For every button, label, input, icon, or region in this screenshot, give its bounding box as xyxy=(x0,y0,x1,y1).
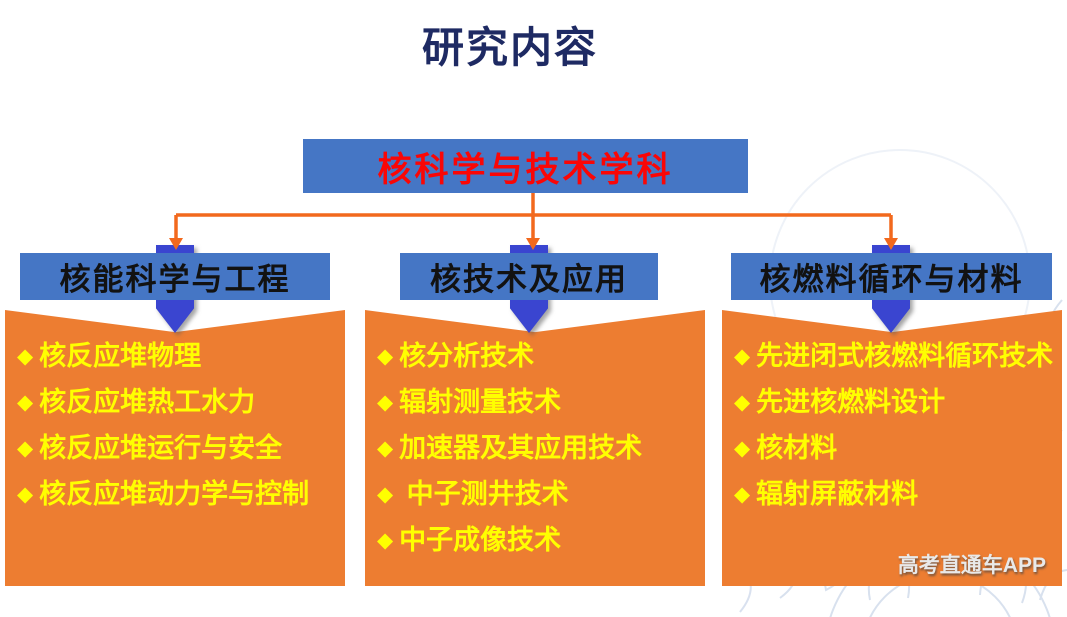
list-item: ◆ 先进闭式核燃料循环技术 xyxy=(734,339,1056,373)
list-item: ◆ 加速器及其应用技术 xyxy=(377,431,699,465)
list-item-text: 辐射测量技术 xyxy=(399,387,562,418)
list-item: ◆ 核反应堆运行与安全 xyxy=(17,431,339,465)
list-item-text: 核材料 xyxy=(756,433,838,464)
diamond-bullet-icon: ◆ xyxy=(377,391,394,415)
diamond-bullet-icon: ◆ xyxy=(734,437,751,461)
list-item-text: 先进闭式核燃料循环技术 xyxy=(756,341,1054,371)
root-node: 核科学与技术学科 xyxy=(303,139,748,193)
list-item: ◆ 核反应堆物理 xyxy=(17,339,339,373)
diamond-bullet-icon: ◆ xyxy=(377,483,394,507)
list-item-text: 加速器及其应用技术 xyxy=(399,433,643,464)
content-panel-nuclear-technology: ◆ 核分析技术 ◆ 辐射测量技术 ◆ 加速器及其应用技术 ◆ 中子测井技术 ◆ … xyxy=(365,310,705,586)
item-list: ◆ 核分析技术 ◆ 辐射测量技术 ◆ 加速器及其应用技术 ◆ 中子测井技术 ◆ … xyxy=(365,310,705,557)
list-item: ◆ 核反应堆动力学与控制 xyxy=(17,477,339,511)
diamond-bullet-icon: ◆ xyxy=(734,391,751,415)
content-panel-nuclear-energy: ◆ 核反应堆物理 ◆ 核反应堆热工水力 ◆ 核反应堆运行与安全 ◆ 核反应堆动力… xyxy=(5,310,345,586)
diamond-bullet-icon: ◆ xyxy=(377,345,394,368)
list-item-text: 中子测井技术 xyxy=(399,479,569,510)
list-item-text: 先进核燃料设计 xyxy=(756,387,946,418)
list-item-text: 中子成像技术 xyxy=(399,525,562,556)
root-node-label: 核科学与技术学科 xyxy=(377,150,674,189)
app-watermark-label: 高考直通车APP xyxy=(897,554,1046,577)
page-title: 研究内容 xyxy=(421,24,598,71)
diamond-bullet-icon: ◆ xyxy=(17,483,34,507)
branch-header-label: 核能科学与工程 xyxy=(59,262,291,297)
diamond-bullet-icon: ◆ xyxy=(734,345,751,368)
branch-header-label: 核技术及应用 xyxy=(430,262,628,297)
list-item: ◆ 辐射测量技术 xyxy=(377,385,699,419)
branch-header-nuclear-energy: 核能科学与工程 xyxy=(20,253,330,300)
item-list: ◆ 先进闭式核燃料循环技术 ◆ 先进核燃料设计 ◆ 核材料 ◆ 辐射屏蔽材料 xyxy=(722,310,1062,511)
list-item: ◆ 中子测井技术 xyxy=(377,477,699,511)
list-item-text: 核反应堆热工水力 xyxy=(39,387,256,418)
item-list: ◆ 核反应堆物理 ◆ 核反应堆热工水力 ◆ 核反应堆运行与安全 ◆ 核反应堆动力… xyxy=(5,310,345,511)
diamond-bullet-icon: ◆ xyxy=(17,345,34,368)
list-item: ◆ 先进核燃料设计 xyxy=(734,385,1056,419)
list-item-text: 核反应堆动力学与控制 xyxy=(39,479,310,510)
list-item: ◆ 核分析技术 xyxy=(377,339,699,373)
diamond-bullet-icon: ◆ xyxy=(17,437,34,461)
diamond-bullet-icon: ◆ xyxy=(377,529,394,553)
list-item-text: 核分析技术 xyxy=(399,341,535,371)
branch-header-nuclear-fuel: 核燃料循环与材料 xyxy=(731,253,1052,300)
list-item: ◆ 核反应堆热工水力 xyxy=(17,385,339,419)
branch-header-label: 核燃料循环与材料 xyxy=(759,262,1024,297)
list-item-text: 辐射屏蔽材料 xyxy=(756,479,919,510)
list-item: ◆ 核材料 xyxy=(734,431,1056,465)
diamond-bullet-icon: ◆ xyxy=(734,483,751,507)
list-item-text: 核反应堆运行与安全 xyxy=(39,433,283,464)
list-item: ◆ 中子成像技术 xyxy=(377,523,699,557)
branch-header-nuclear-technology: 核技术及应用 xyxy=(400,253,658,300)
list-item-text: 核反应堆物理 xyxy=(39,341,202,371)
content-panel-nuclear-fuel: ◆ 先进闭式核燃料循环技术 ◆ 先进核燃料设计 ◆ 核材料 ◆ 辐射屏蔽材料 高… xyxy=(722,310,1062,586)
list-item: ◆ 辐射屏蔽材料 xyxy=(734,477,1056,511)
diamond-bullet-icon: ◆ xyxy=(17,391,34,415)
diamond-bullet-icon: ◆ xyxy=(377,437,394,461)
